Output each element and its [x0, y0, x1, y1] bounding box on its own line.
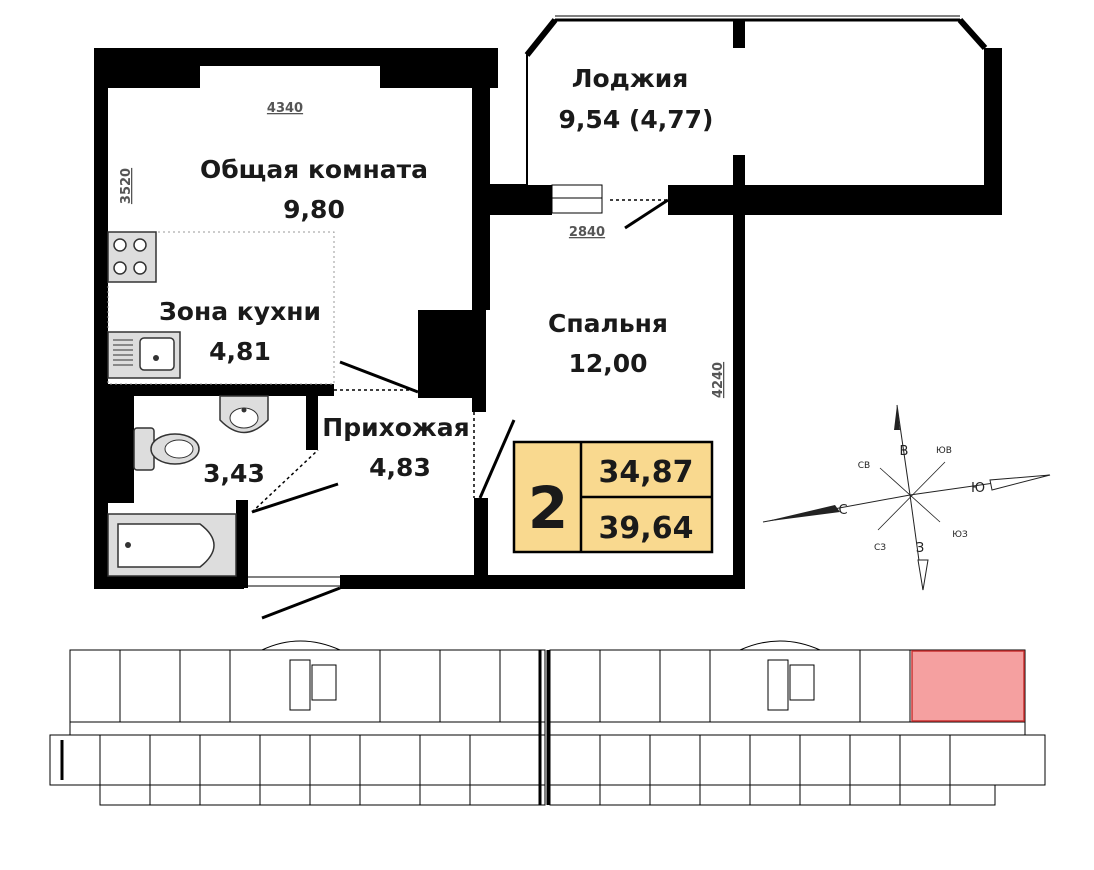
key-plan-section-right	[549, 640, 1046, 806]
doors	[248, 360, 516, 620]
walls	[94, 20, 1002, 589]
bathroom-sink-icon	[219, 395, 269, 434]
compass-ne: СВ	[858, 461, 870, 471]
loggia-door	[551, 184, 669, 230]
summary-badge: 2 34,87 39,64	[512, 440, 714, 554]
compass-n: С	[838, 503, 847, 518]
dim-4340: 4340	[267, 101, 303, 116]
loggia-outline	[490, 15, 988, 186]
bathtub-icon	[107, 513, 237, 577]
hallway-area: 4,83	[369, 453, 431, 482]
rooms-count: 2	[528, 474, 568, 542]
loggia-area: 9,54 (4,77)	[559, 105, 714, 134]
compass-se: ЮВ	[936, 446, 952, 456]
bedroom-area: 12,00	[568, 349, 647, 378]
dim-2840: 2840	[569, 225, 605, 240]
dim-3520: 3520	[119, 168, 134, 204]
bedroom-name: Спальня	[548, 309, 668, 338]
key-plan-section-left	[49, 640, 546, 806]
living-area-total: 34,87	[599, 455, 694, 490]
compass-sw: ЮЗ	[952, 530, 968, 540]
toilet-icon	[133, 427, 200, 471]
living-name: Общая комната	[200, 155, 428, 184]
stove-icon	[107, 231, 157, 283]
highlighted-apartment	[911, 650, 1025, 722]
bathroom-area: 3,43	[203, 459, 265, 488]
compass-e: В	[900, 444, 909, 459]
compass-nw: СЗ	[874, 543, 886, 553]
compass-w: З	[916, 541, 924, 556]
loggia-name: Лоджия	[572, 64, 689, 93]
total-area: 39,64	[599, 511, 694, 546]
living-area: 9,80	[283, 195, 345, 224]
kitchen-sink-icon	[107, 331, 181, 379]
compass-rose	[762, 404, 1051, 591]
kitchen-zone-outline	[107, 231, 335, 385]
kitchen-name: Зона кухни	[159, 297, 321, 326]
kitchen-area: 4,81	[209, 337, 271, 366]
hallway-name: Прихожая	[322, 413, 469, 442]
compass-s: Ю	[971, 481, 985, 496]
dim-4240: 4240	[711, 362, 726, 398]
building-key-plan	[49, 640, 1046, 806]
